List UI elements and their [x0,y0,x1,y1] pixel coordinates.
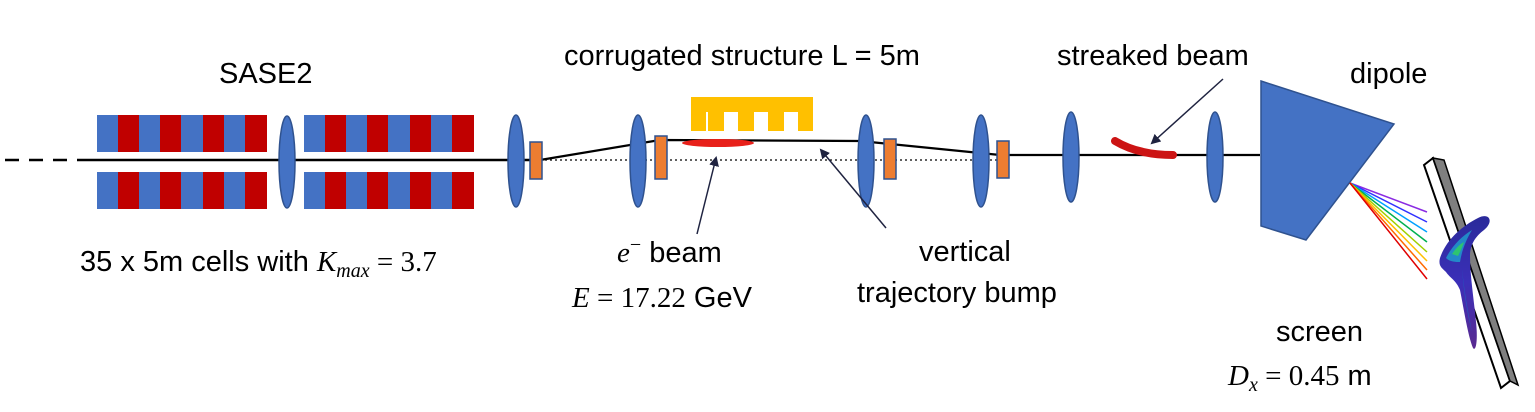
ebeam-arrow [696,156,719,235]
corrector-magnet [529,141,543,180]
dispersion-label: Dx = 0.45 m [1227,360,1372,396]
corrector-magnets [529,135,1010,180]
electron-bunch [682,139,754,147]
streaked-beam-arrow [1150,78,1224,145]
dx-value: = 0.45 [1258,360,1340,392]
undulator-cell-1-top [97,115,267,152]
corrugated-structure-label: corrugated structure L = 5m [564,40,920,72]
ebeam-symbol: e [617,237,630,269]
quadrupole-lenses [278,111,1224,209]
quadrupole-lens [1206,111,1224,203]
streaked-beam [1111,137,1177,159]
bump-arrow [819,148,887,229]
quadrupole-lens [1062,111,1080,203]
cells-prefix: 35 x 5m cells with [80,246,317,278]
corrugated-structure [691,97,813,131]
streaked-beam-label: streaked beam [1057,40,1249,72]
corrector-magnet [883,138,897,180]
undulator-cells [97,115,474,209]
corrector-magnet [654,135,668,180]
pointer-arrows [696,78,1224,235]
ebeam-label: e− beam [617,234,722,269]
undulator-cell-2-top [304,115,474,152]
dispersed-rays [1349,182,1428,280]
dx-subscript: x [1248,374,1258,396]
vertical-label: vertical [919,236,1011,268]
kmax-value: = 3.7 [370,246,437,278]
corrector-magnet [996,140,1010,179]
quadrupole-lens [972,114,990,208]
undulator-cell-2-bottom [304,172,474,209]
quadrupole-lens [629,114,647,208]
quadrupole-lens [857,114,875,208]
sase2-label: SASE2 [219,58,313,90]
dipole-label: dipole [1350,58,1427,90]
kmax-subscript: max [336,260,369,282]
screen [1422,156,1520,390]
energy-unit: GeV [686,282,753,314]
dx-unit: m [1339,360,1371,392]
energy-value: = 17.22 [590,282,686,314]
screen-beam-spot [1439,216,1490,349]
screen-label: screen [1276,316,1363,348]
ebeam-superscript: − [630,234,641,256]
kmax-symbol: K [316,246,338,278]
undulator-cell-1-bottom [97,172,267,209]
quadrupole-lens [507,114,525,208]
energy-symbol: E [571,282,590,314]
trajectory-bump-label: trajectory bump [857,277,1057,309]
undulator-cells-label: 35 x 5m cells with Kmax = 3.7 [80,246,437,282]
energy-label: E = 17.22 GeV [571,282,753,314]
dx-symbol: D [1227,360,1249,392]
ebeam-word: beam [641,237,722,269]
quadrupole-lens [278,115,296,209]
dipole-magnet [1260,79,1396,241]
